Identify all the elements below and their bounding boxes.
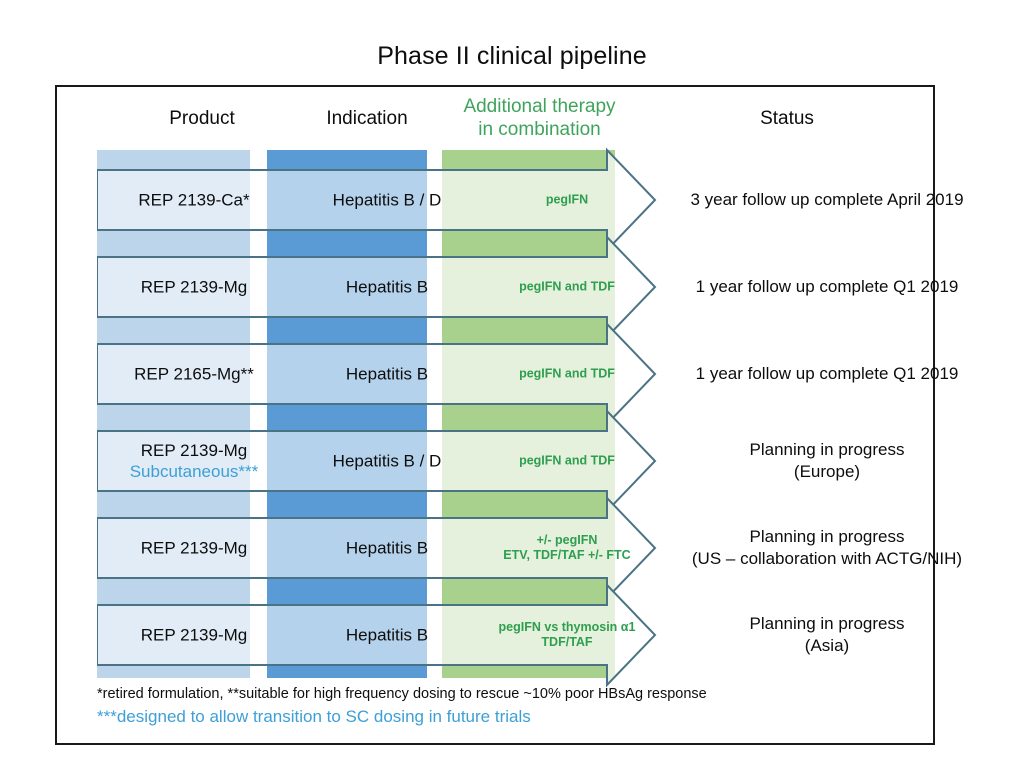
- cell-indication: Hepatitis B / D: [332, 190, 442, 210]
- column-header-additional-therapy: Additional therapy in combination: [432, 95, 647, 141]
- cell-product: REP 2139-Mg: [99, 625, 289, 646]
- additional-therapy-line1: pegIFN vs thymosin α1: [498, 620, 636, 634]
- cell-product: REP 2165-Mg**: [99, 364, 289, 385]
- cell-indication: Hepatitis B: [345, 277, 429, 297]
- cell-indication: Hepatitis B: [345, 364, 429, 384]
- pipeline-row[interactable]: REP 2139-Ca* Hepatitis B / D pegIFN: [97, 145, 697, 255]
- status-line1: 1 year follow up complete Q1 2019: [695, 364, 959, 383]
- column-band-additional-therapy: [442, 150, 615, 678]
- column-band-product: [97, 150, 250, 678]
- product-name: REP 2165-Mg**: [134, 364, 254, 384]
- status-line1: Planning in progress: [749, 527, 905, 546]
- cell-indication: Hepatitis B: [345, 538, 429, 558]
- product-subnote: Subcutaneous***: [129, 462, 259, 481]
- pipeline-rows: REP 2139-Ca* Hepatitis B / D pegIFN 3 year …: [57, 87, 964, 743]
- product-name: REP 2139-Ca*: [138, 190, 250, 210]
- pipeline-arrow: [97, 147, 657, 253]
- status-line2: (US – collaboration with ACTG/NIH): [691, 549, 963, 568]
- status-line1: 3 year follow up complete April 2019: [690, 190, 964, 209]
- footnote-secondary: ***designed to allow transition to SC do…: [97, 707, 531, 726]
- cell-additional-therapy: pegIFN: [482, 193, 652, 208]
- column-header-status: Status: [760, 108, 814, 129]
- additional-therapy-line2: TDF/TAF: [541, 635, 593, 649]
- product-name: REP 2139-Mg: [140, 625, 248, 645]
- cell-product: REP 2139-Ca*: [99, 190, 289, 211]
- product-name: REP 2139-Mg: [140, 538, 248, 558]
- additional-therapy-line1: pegIFN and TDF: [519, 366, 615, 381]
- pipeline-arrow: [97, 408, 657, 514]
- cell-additional-therapy: pegIFN and TDF: [482, 280, 652, 295]
- column-header-additional-line2: in combination: [478, 119, 601, 140]
- cell-status: Planning in progress (US – collaboration …: [677, 526, 977, 570]
- cell-status: 1 year follow up complete Q1 2019: [677, 363, 977, 385]
- pipeline-arrow: [97, 582, 657, 688]
- pipeline-arrow: [97, 234, 657, 340]
- cell-status: Planning in progress (Europe): [677, 439, 977, 483]
- cell-status: 1 year follow up complete Q1 2019: [677, 276, 977, 298]
- column-band-indication: [267, 150, 427, 678]
- cell-status: 3 year follow up complete April 2019: [677, 189, 977, 211]
- pipeline-row[interactable]: REP 2139-Mg Hepatitis B pegIFN vs thymosin…: [97, 580, 697, 690]
- status-line2: (Europe): [793, 462, 861, 481]
- cell-product: REP 2139-Mg: [99, 277, 289, 298]
- cell-product: REP 2139-Mg: [99, 538, 289, 559]
- product-name: REP 2139-Mg: [140, 441, 248, 460]
- additional-therapy-line1: pegIFN and TDF: [519, 279, 615, 294]
- cell-additional-therapy: pegIFN and TDF: [482, 367, 652, 382]
- pipeline-frame: Product Indication Additional therapy in…: [55, 85, 964, 745]
- additional-therapy-line1: pegIFN: [545, 192, 589, 207]
- additional-therapy-line1: +/- pegIFN: [536, 533, 598, 547]
- pipeline-row[interactable]: REP 2165-Mg** Hepatitis B pegIFN and TDF: [97, 319, 697, 429]
- page-title: Phase II clinical pipeline: [377, 42, 647, 70]
- status-line2: (Asia): [804, 636, 850, 655]
- additional-therapy-line1: pegIFN and TDF: [519, 453, 615, 468]
- cell-indication: Hepatitis B / D: [332, 451, 442, 471]
- column-header-additional-line1: Additional therapy: [463, 96, 616, 117]
- pipeline-arrow: [97, 321, 657, 427]
- pipeline-row[interactable]: REP 2139-Mg Hepatitis B pegIFN and TDF: [97, 232, 697, 342]
- cell-additional-therapy: pegIFN and TDF: [482, 454, 652, 469]
- footnotes: *retired formulation, **suitable for hig…: [97, 684, 897, 729]
- status-line1: Planning in progress: [749, 440, 905, 459]
- cell-status: Planning in progress (Asia): [677, 613, 977, 657]
- pipeline-arrow: [97, 495, 657, 601]
- column-header-product: Product: [169, 108, 235, 129]
- cell-indication: Hepatitis B: [345, 625, 429, 645]
- additional-therapy-line2: ETV, TDF/TAF +/- FTC: [503, 548, 631, 562]
- footnote-primary: *retired formulation, **suitable for hig…: [97, 686, 707, 702]
- status-line1: Planning in progress: [749, 614, 905, 633]
- column-header-indication: Indication: [326, 108, 408, 129]
- product-name: REP 2139-Mg: [140, 277, 248, 297]
- status-line1: 1 year follow up complete Q1 2019: [695, 277, 959, 296]
